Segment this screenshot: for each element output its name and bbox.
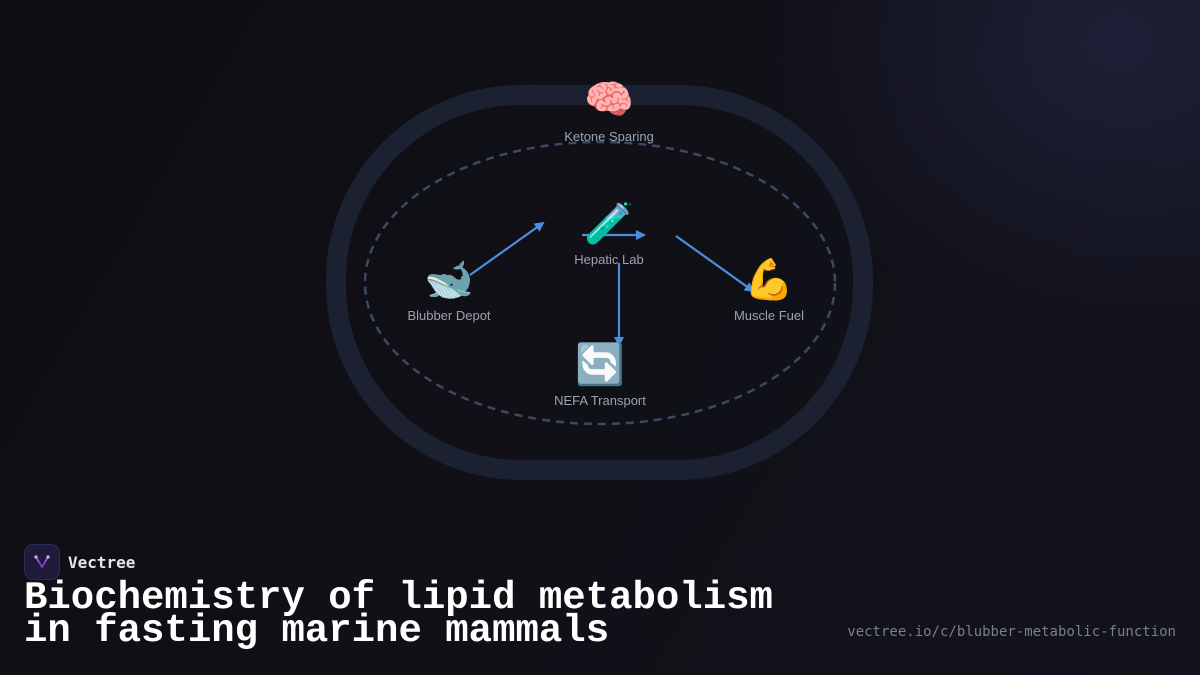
- inner-dashed-ring: [363, 140, 837, 426]
- node-label: Ketone Sparing: [564, 129, 654, 144]
- edge-blubber-to-hepatic: [469, 221, 545, 276]
- whale-icon: 🐋: [424, 258, 474, 302]
- source-url: vectree.io/c/blubber-metabolic-function: [847, 624, 1176, 640]
- test-tube-icon: 🧪: [584, 202, 634, 246]
- cycle-arrows-icon: 🔄: [575, 341, 625, 387]
- brand: Vectree: [24, 544, 135, 580]
- brain-icon: 🧠: [584, 78, 634, 122]
- node-label: NEFA Transport: [554, 393, 646, 408]
- outer-ring: [326, 85, 873, 480]
- node-muscle-fuel: 💪 Muscle Fuel: [734, 256, 804, 323]
- brand-name: Vectree: [68, 552, 136, 572]
- node-blubber-depot: 🐋 Blubber Depot: [407, 258, 490, 323]
- node-ketone-sparing: 🧠 Ketone Sparing: [564, 78, 654, 144]
- page-title: Biochemistry of lipid metabolism in fast…: [24, 576, 773, 653]
- node-label: Hepatic Lab: [574, 252, 643, 267]
- node-nefa-transport: 🔄 NEFA Transport: [554, 341, 646, 408]
- vectree-logo-icon: [24, 544, 60, 580]
- node-label: Muscle Fuel: [734, 308, 804, 323]
- node-label: Blubber Depot: [407, 308, 490, 323]
- node-hepatic-lab: 🧪 Hepatic Lab: [574, 202, 643, 267]
- flexed-biceps-icon: 💪: [744, 256, 794, 302]
- edge-hepatic-to-muscle: [675, 235, 755, 293]
